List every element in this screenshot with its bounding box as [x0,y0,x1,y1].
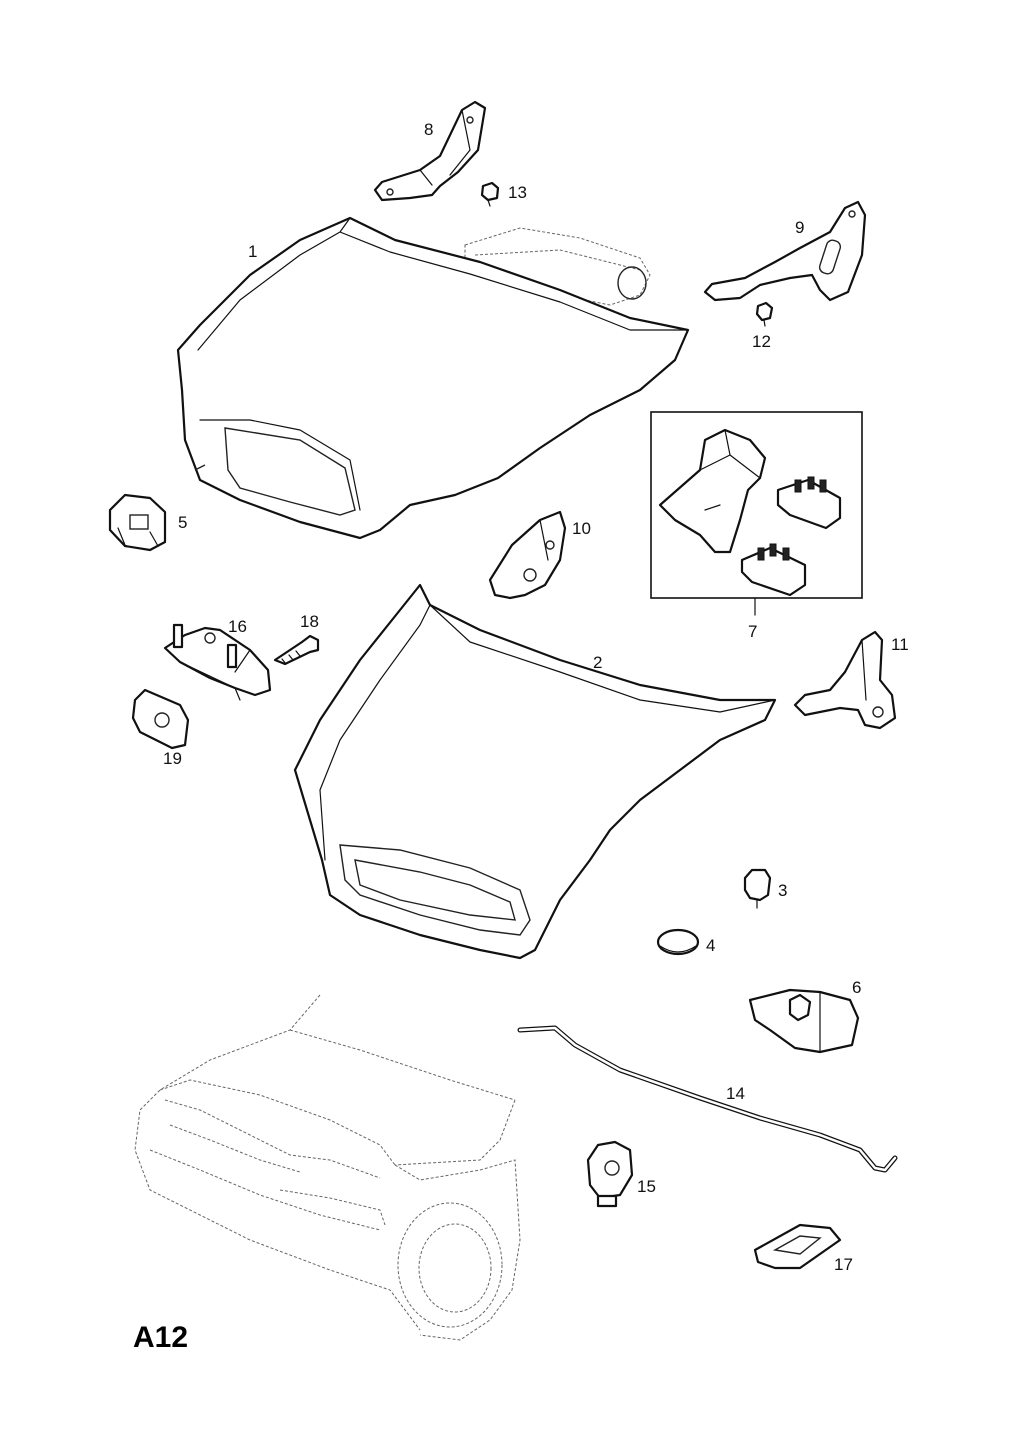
callout-2: 2 [593,653,602,672]
part-10-hinge-plate [488,510,567,600]
callout-15: 15 [637,1177,656,1196]
callout-12: 12 [752,332,771,351]
callout-11: 11 [891,635,909,654]
callout-8: 8 [424,120,433,139]
part-12-bolt [755,301,774,327]
part-11-hinge-bracket [793,630,897,730]
part-3-buffer [743,868,772,909]
callout-13: 13 [508,183,527,202]
callout-7: 7 [748,622,757,641]
callout-labels: 1 2 3 4 5 6 7 8 9 10 11 12 13 14 15 16 1… [163,120,909,1274]
callout-17: 17 [834,1255,853,1274]
callout-19: 19 [163,749,182,768]
callout-14: 14 [726,1084,745,1103]
part-19-plate-clip [131,688,190,750]
callout-6: 6 [852,978,861,997]
part-13-bolt [480,181,500,207]
part-5-clip [108,493,167,552]
callout-9: 9 [795,218,804,237]
part-17-plate [753,1223,842,1270]
part-7-clip-set [650,411,863,616]
sheet-code: A12 [133,1321,188,1354]
part-8-hinge-bracket [373,100,487,202]
vehicle-overview [134,994,521,1341]
callout-18: 18 [300,612,319,631]
part-9-hinge-bracket [703,200,867,302]
part-1-bonnet [176,216,690,540]
callout-1: 1 [248,242,257,261]
callout-3: 3 [778,881,787,900]
callout-4: 4 [706,936,715,955]
callout-10: 10 [572,519,591,538]
part-2-bonnet [293,583,777,960]
part-18-screw [273,634,320,666]
part-15-rod-holder [586,1140,634,1208]
part-4-cap [656,928,700,956]
callout-5: 5 [178,513,187,532]
callout-16: 16 [228,617,247,636]
part-16-mounting-block [163,623,272,701]
part-14-support-rod [517,1025,898,1173]
part-6-latch-cover [748,988,860,1054]
